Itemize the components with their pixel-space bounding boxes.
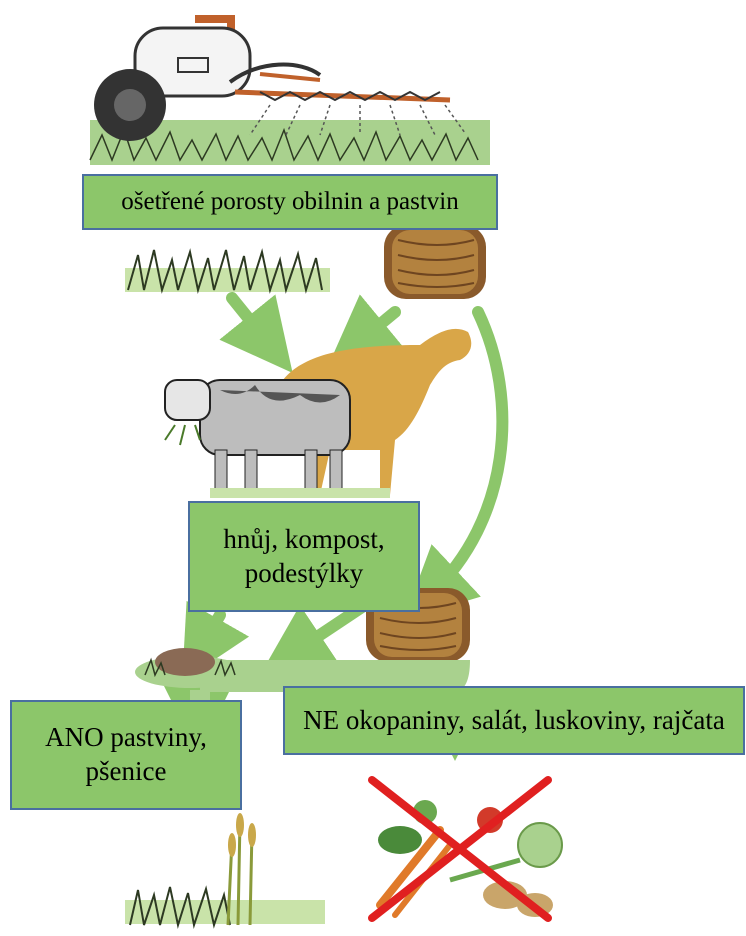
cow-and-horse-icon bbox=[165, 329, 471, 498]
arrow-hay-to-animals bbox=[355, 312, 395, 345]
manure-pile-icon bbox=[135, 648, 245, 688]
hay-bale-icon bbox=[384, 225, 486, 299]
vegetables-crossed-icon bbox=[372, 780, 562, 918]
manure-compost-label: hnůj, kompost, podestýlky bbox=[188, 501, 420, 612]
treated-crops-label: ošetřené porosty obilnin a pastvin bbox=[82, 174, 498, 230]
wheat-crop-icon bbox=[125, 813, 325, 925]
tractor-sprayer-icon bbox=[90, 15, 490, 165]
no-crops-label: NE okopaniny, salát, luskoviny, rajčata bbox=[283, 686, 745, 755]
grass-tuft-icon bbox=[125, 250, 330, 292]
arrow-hay2-to-field bbox=[290, 605, 365, 655]
arrow-manure-to-field bbox=[200, 615, 220, 650]
yes-crops-label: ANO pastviny, pšenice bbox=[10, 700, 242, 810]
arrow-grass-to-animals bbox=[232, 298, 270, 345]
